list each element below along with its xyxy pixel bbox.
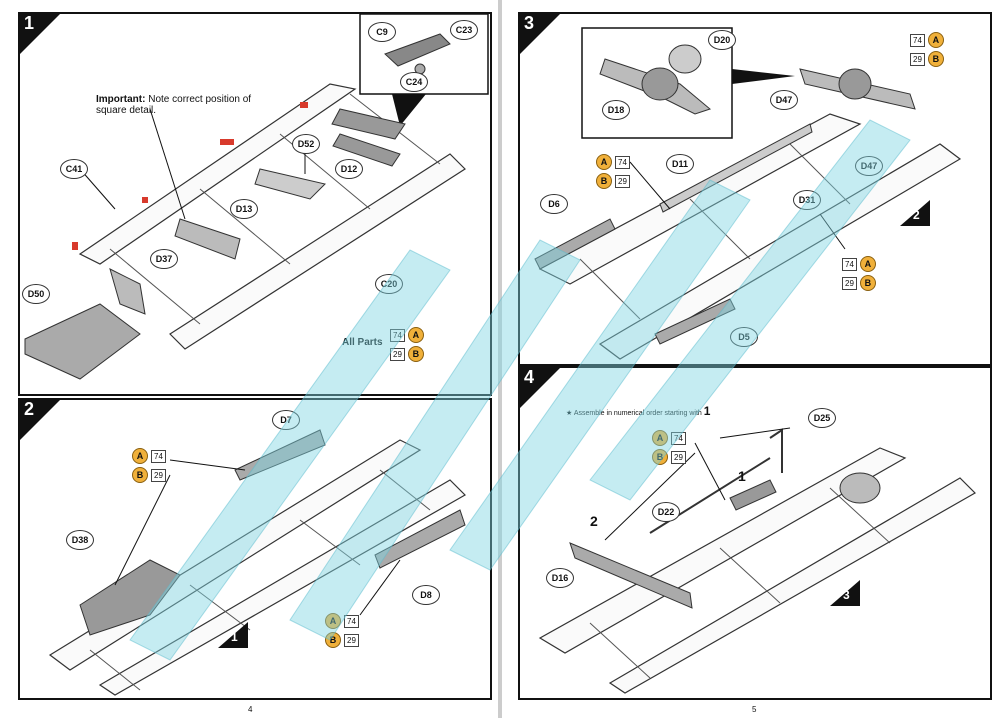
part-d6: D6 bbox=[540, 194, 568, 214]
order-number-2: 2 bbox=[590, 513, 598, 529]
step-3-number: 3 bbox=[524, 13, 535, 33]
order-number-1: 1 bbox=[738, 468, 746, 484]
paint-code: 29 bbox=[671, 450, 686, 464]
paint-row: B 29 bbox=[132, 467, 166, 483]
step-1-panel: 1 Important: Note correct position of sq… bbox=[18, 12, 492, 396]
part-d25: D25 bbox=[808, 408, 836, 428]
step-1-paint: 74 A 29 B bbox=[390, 327, 424, 362]
step-4-ref-number: 3 bbox=[843, 588, 850, 602]
part-d8: D8 bbox=[412, 585, 440, 605]
left-page-number: 4 bbox=[248, 705, 253, 714]
paint-row: 29 B bbox=[842, 275, 876, 291]
step-1-important-note: Important: Note correct position of squa… bbox=[96, 94, 256, 116]
paint-code: 74 bbox=[344, 614, 359, 628]
paint-letter: A bbox=[132, 448, 148, 464]
right-page-number: 5 bbox=[752, 705, 757, 714]
step-2-diagram bbox=[48, 429, 466, 696]
part-d18: D18 bbox=[602, 100, 630, 120]
paint-letter: B bbox=[132, 467, 148, 483]
step-4-paint: A 74 B 29 bbox=[652, 430, 686, 465]
part-d7: D7 bbox=[272, 410, 300, 430]
part-c24: C24 bbox=[400, 72, 428, 92]
paint-letter: B bbox=[407, 346, 424, 362]
part-d12: D12 bbox=[335, 159, 363, 179]
paint-row: 29 B bbox=[910, 51, 944, 67]
paint-letter: A bbox=[927, 32, 944, 48]
step-3-paint-left: A 74 B 29 bbox=[596, 154, 630, 189]
important-text: Note correct position of square detail. bbox=[96, 94, 252, 116]
part-c20: C20 bbox=[375, 274, 403, 294]
paint-row: 74 A bbox=[842, 256, 876, 272]
paint-code: 29 bbox=[910, 52, 925, 66]
paint-letter: B bbox=[652, 449, 668, 465]
paint-code: 29 bbox=[151, 468, 166, 482]
part-d16: D16 bbox=[546, 568, 574, 588]
step-4-panel: 4 ★ Assemble in numerical order starting… bbox=[518, 366, 992, 700]
step-1-number: 1 bbox=[24, 13, 35, 33]
part-d13: D13 bbox=[230, 199, 258, 219]
all-parts-label: All Parts bbox=[342, 337, 383, 348]
step-2-paint-upper: A 74 B 29 bbox=[132, 448, 166, 483]
step-2-paint-lower: A 74 B 29 bbox=[325, 613, 359, 648]
paint-row: A 74 bbox=[652, 430, 686, 446]
paint-code: 29 bbox=[842, 276, 857, 290]
page-spine bbox=[498, 0, 502, 718]
paint-code: 29 bbox=[615, 174, 630, 188]
part-c41: C41 bbox=[60, 159, 88, 179]
paint-code: 74 bbox=[615, 155, 630, 169]
paint-code: 74 bbox=[842, 257, 857, 271]
paint-code: 74 bbox=[390, 328, 405, 342]
paint-row: 74 A bbox=[910, 32, 944, 48]
step-3-paint-mid: 74 A 29 B bbox=[842, 256, 876, 291]
part-d37: D37 bbox=[150, 249, 178, 269]
paint-code: 74 bbox=[910, 33, 925, 47]
paint-letter: A bbox=[652, 430, 668, 446]
part-d47b: D47 bbox=[855, 156, 883, 176]
paint-letter: A bbox=[859, 256, 876, 272]
step-2-ref-number: 1 bbox=[231, 630, 238, 644]
part-c23: C23 bbox=[450, 20, 478, 40]
important-label: Important: bbox=[96, 94, 146, 105]
step-4-diagram bbox=[538, 427, 976, 694]
paint-letter: B bbox=[325, 632, 341, 648]
part-d38: D38 bbox=[66, 530, 94, 550]
paint-code: 29 bbox=[390, 347, 405, 361]
part-d11: D11 bbox=[666, 154, 694, 174]
paint-letter: A bbox=[596, 154, 612, 170]
paint-letter: B bbox=[859, 275, 876, 291]
paint-row: B 29 bbox=[325, 632, 359, 648]
paint-letter: A bbox=[407, 327, 424, 343]
part-d52: D52 bbox=[292, 134, 320, 154]
part-d31: D31 bbox=[793, 190, 821, 210]
part-d20: D20 bbox=[708, 30, 736, 50]
paint-row: A 74 bbox=[132, 448, 166, 464]
paint-row: 74 A bbox=[390, 327, 424, 343]
part-d5: D5 bbox=[730, 327, 758, 347]
step-3-ref-number: 2 bbox=[913, 208, 920, 222]
paint-row: B 29 bbox=[596, 173, 630, 189]
paint-letter: B bbox=[927, 51, 944, 67]
part-d50: D50 bbox=[22, 284, 50, 304]
paint-letter: B bbox=[596, 173, 612, 189]
part-c9: C9 bbox=[368, 22, 396, 42]
paint-row: A 74 bbox=[596, 154, 630, 170]
paint-row: B 29 bbox=[652, 449, 686, 465]
paint-row: A 74 bbox=[325, 613, 359, 629]
paint-code: 74 bbox=[671, 431, 686, 445]
step-3-panel: 3 D20 D18 D47 D47 D11 D6 D31 D5 74 A 29 … bbox=[518, 12, 992, 366]
step-3-paint-top: 74 A 29 B bbox=[910, 32, 944, 67]
part-d22: D22 bbox=[652, 502, 680, 522]
part-d47: D47 bbox=[770, 90, 798, 110]
paint-row: 29 B bbox=[390, 346, 424, 362]
step-2-number: 2 bbox=[24, 399, 35, 419]
paint-code: 74 bbox=[151, 449, 166, 463]
paint-code: 29 bbox=[344, 633, 359, 647]
paint-letter: A bbox=[325, 613, 341, 629]
step-2-panel: 2 D7 D38 D8 A 74 B 29 A 74 B 29 bbox=[18, 398, 492, 700]
